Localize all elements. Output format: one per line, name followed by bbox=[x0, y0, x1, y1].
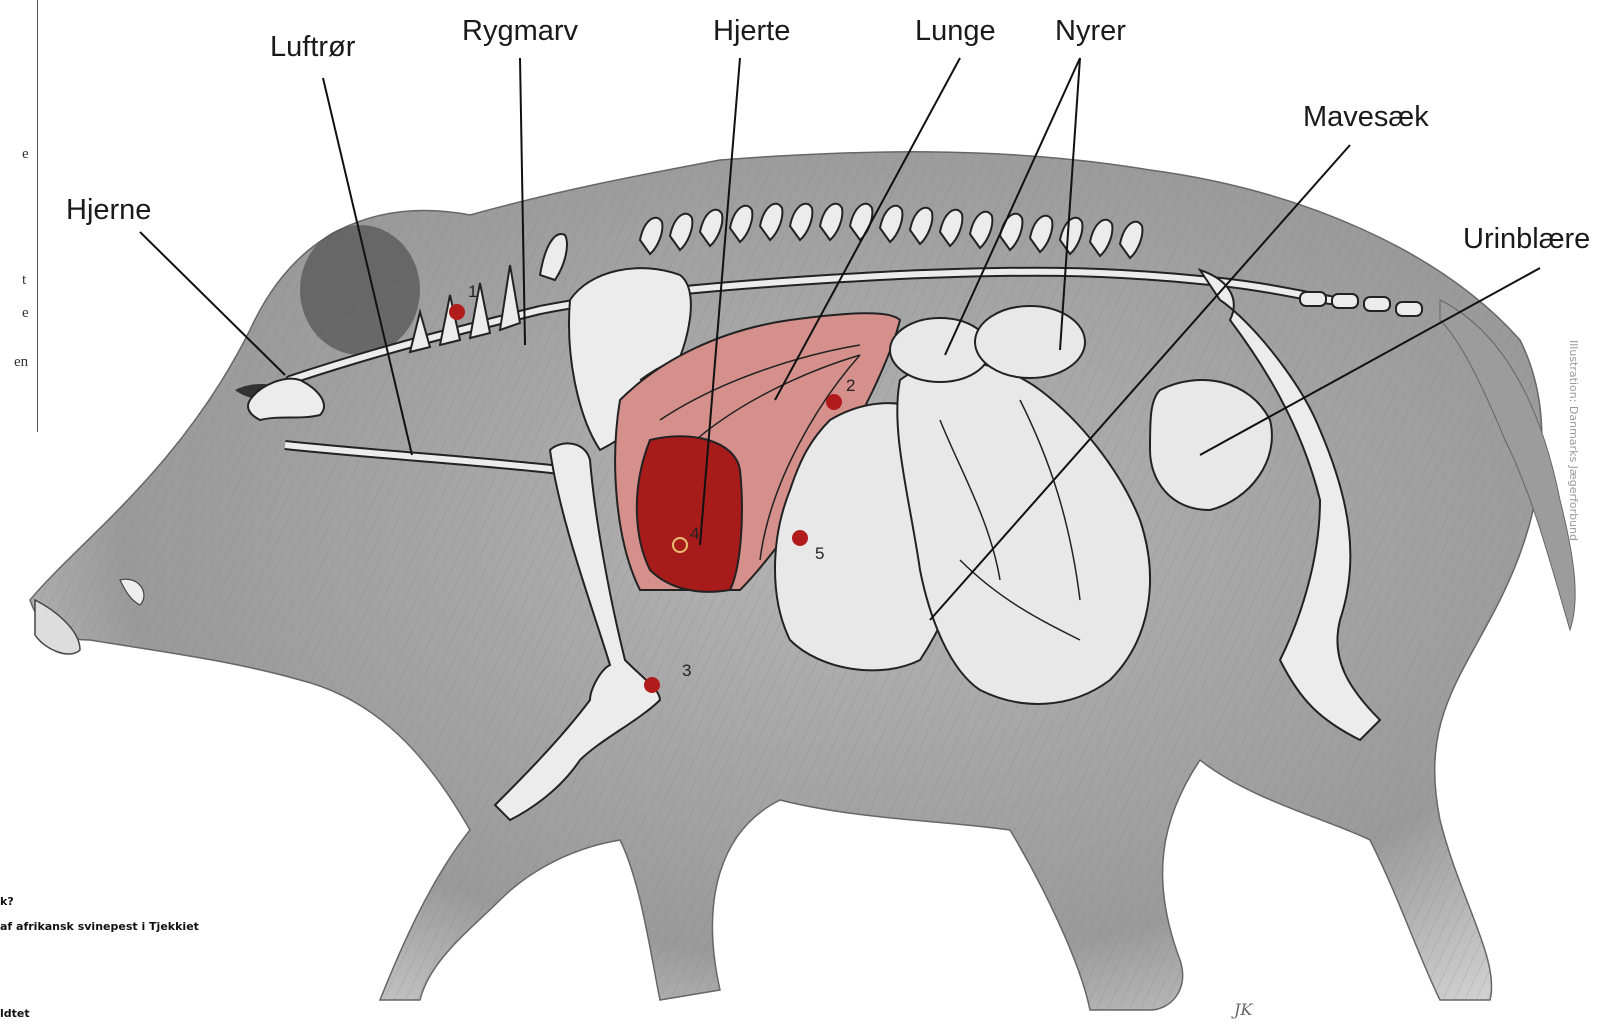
point-number-4: 4 bbox=[690, 525, 699, 542]
point-number-1: 1 bbox=[468, 283, 477, 300]
label-lunge: Lunge bbox=[915, 17, 996, 46]
target-point-1 bbox=[449, 304, 465, 320]
point-number-2: 2 bbox=[846, 377, 855, 394]
sidebar-snippet-3: ldtet bbox=[0, 1008, 30, 1019]
margin-fragment-4: en bbox=[14, 355, 28, 370]
label-hjerte: Hjerte bbox=[713, 17, 790, 46]
heart bbox=[637, 436, 742, 592]
column-rule bbox=[37, 0, 38, 432]
point-number-5: 5 bbox=[815, 545, 824, 562]
label-urinblaere: Urinblære bbox=[1463, 225, 1590, 254]
point-number-3: 3 bbox=[682, 662, 691, 679]
label-hjerne: Hjerne bbox=[66, 196, 151, 225]
target-point-3 bbox=[644, 677, 660, 693]
margin-fragment-3: e bbox=[22, 306, 29, 321]
margin-fragment-2: t bbox=[22, 273, 26, 288]
kidney-right bbox=[975, 306, 1085, 378]
target-point-5 bbox=[792, 530, 808, 546]
margin-fragment-1: e bbox=[22, 147, 29, 162]
label-luftror: Luftrør bbox=[270, 33, 355, 62]
label-nyrer: Nyrer bbox=[1055, 17, 1126, 46]
sidebar-snippet-1: k? bbox=[0, 896, 14, 907]
sidebar-snippet-2: af afrikansk svinepest i Tjekkiet bbox=[0, 921, 199, 932]
kidney-left bbox=[890, 318, 990, 382]
illustration-credit: Illustration: Danmarks Jægerforbund bbox=[1567, 340, 1580, 541]
label-rygmarv: Rygmarv bbox=[462, 17, 578, 46]
label-mavesaek: Mavesæk bbox=[1303, 103, 1429, 132]
artist-signature: JK bbox=[1234, 1000, 1252, 1019]
ear bbox=[300, 225, 420, 355]
target-point-2 bbox=[826, 394, 842, 410]
